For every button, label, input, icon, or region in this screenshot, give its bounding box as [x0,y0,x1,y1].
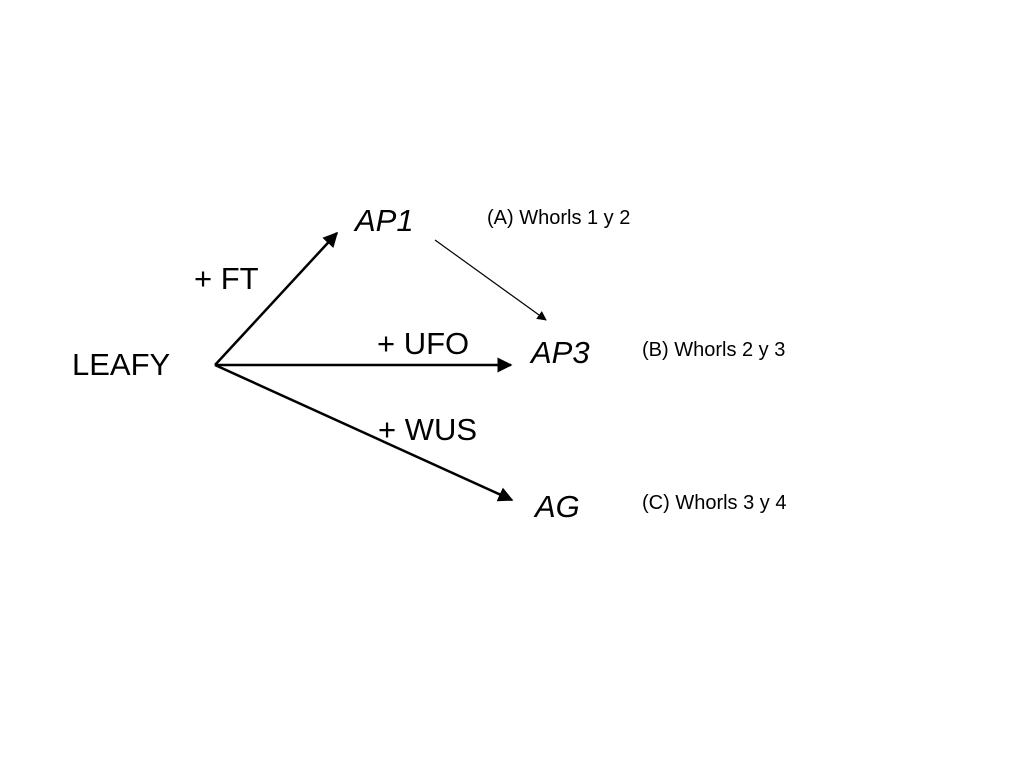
cofactor-ufo-label: + UFO [377,326,469,361]
edge-leafy-to-ap1 [214,231,339,366]
cofactor-wus-label: + WUS [378,412,477,447]
edge-leafy-to-ag [214,363,514,502]
function-b-label: (B) Whorls 2 y 3 [642,339,785,361]
cofactor-ft-label: + FT [194,261,259,296]
edge-ap1-to-ap3 [434,239,547,321]
node-ap3: AP3 [529,335,590,370]
node-ag: AG [533,489,580,524]
function-c-label: (C) Whorls 3 y 4 [642,492,786,514]
node-leafy: LEAFY [72,347,170,382]
node-ap1: AP1 [353,203,414,238]
function-a-label: (A) Whorls 1 y 2 [487,207,630,229]
